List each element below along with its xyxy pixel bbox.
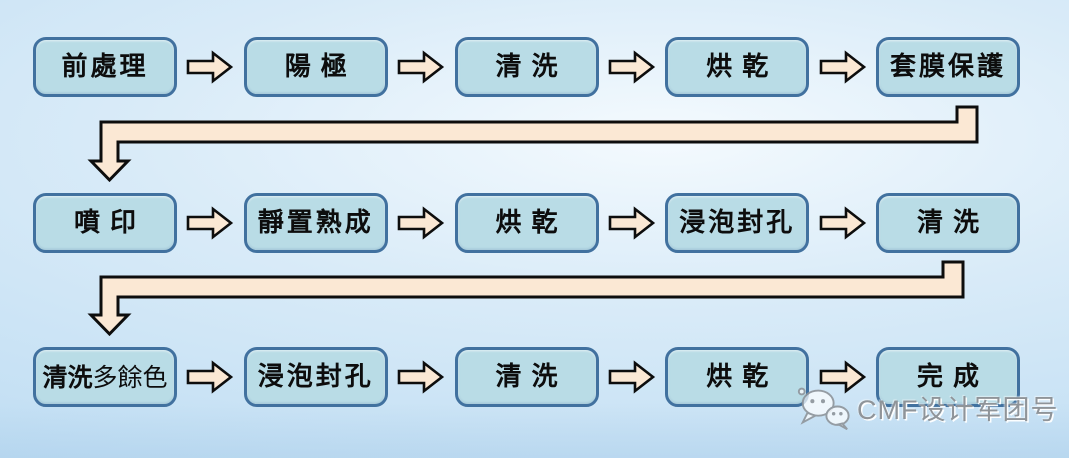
flow-arrow-icon (819, 206, 866, 240)
flow-arrow-icon (608, 50, 655, 84)
process-box-anodize: 陽極 (243, 37, 388, 97)
flow-arrow-icon (608, 360, 655, 394)
process-box-label: 清洗 (495, 362, 568, 392)
process-box-label: 清洗 (495, 52, 568, 82)
watermark-text: CMF设计军团号 (857, 394, 1059, 425)
process-box-inkjet: 噴印 (33, 193, 177, 253)
process-box-label: 烘乾 (495, 208, 568, 238)
process-box-wash-excess-color: 清洗多餘色 (33, 347, 177, 407)
process-box-label: 套膜保護 (889, 52, 1006, 82)
flow-arrow-icon (187, 50, 234, 84)
process-box-label: 浸泡封孔 (679, 208, 796, 238)
flow-row-2: 噴印 靜置熟成 烘乾 浸泡封孔 清洗 (33, 193, 1020, 253)
process-box-dry-3: 烘乾 (665, 347, 810, 407)
process-box-label: 烘乾 (706, 52, 779, 82)
process-box-label: 噴印 (73, 208, 146, 238)
process-box-rinse-1: 清洗 (454, 37, 599, 97)
flow-arrow-icon (187, 206, 234, 240)
return-connector-row2-row3 (87, 260, 965, 337)
flow-arrow-icon (187, 360, 234, 394)
process-box-rinse-2: 清洗 (876, 193, 1020, 253)
process-box-rinse-3: 清洗 (454, 347, 599, 407)
process-box-masking: 套膜保護 (876, 37, 1020, 97)
flow-arrow-icon (608, 206, 655, 240)
process-box-sealing-2: 浸泡封孔 (243, 347, 388, 407)
process-box-label: 烘乾 (706, 362, 779, 392)
process-box-curing: 靜置熟成 (243, 193, 388, 253)
process-box-pretreatment: 前處理 (33, 37, 177, 97)
process-box-sealing-1: 浸泡封孔 (665, 193, 810, 253)
process-box-label: 靜置熟成 (257, 208, 374, 238)
process-box-finish: 完成 (876, 347, 1020, 407)
flow-arrow-icon (397, 206, 445, 240)
process-box-dry-1: 烘乾 (665, 37, 810, 97)
wechat-icon (797, 387, 850, 430)
flow-row-3: 清洗多餘色 浸泡封孔 清洗 烘乾 完成 (33, 347, 1020, 407)
flow-row-1: 前處理 陽極 清洗 烘乾 套膜保護 (33, 37, 1020, 97)
flow-arrow-icon (397, 50, 445, 84)
return-connector-row1-row2 (87, 105, 979, 183)
process-box-dry-2: 烘乾 (454, 193, 599, 253)
process-box-label: 陽極 (284, 52, 357, 82)
flow-arrow-icon (397, 360, 445, 394)
process-box-label: 清洗 (916, 208, 989, 238)
process-box-label: 前處理 (61, 52, 149, 82)
flow-arrow-icon (819, 360, 866, 394)
label-bold-part: 清洗 (42, 362, 93, 392)
flow-arrow-icon (819, 50, 866, 84)
watermark: CMF设计军团号 (794, 384, 1058, 430)
process-box-label: 清洗多餘色 (42, 365, 167, 390)
label-light-part: 多餘色 (92, 362, 168, 392)
process-box-label: 完成 (916, 362, 989, 392)
process-box-label: 浸泡封孔 (257, 362, 374, 392)
